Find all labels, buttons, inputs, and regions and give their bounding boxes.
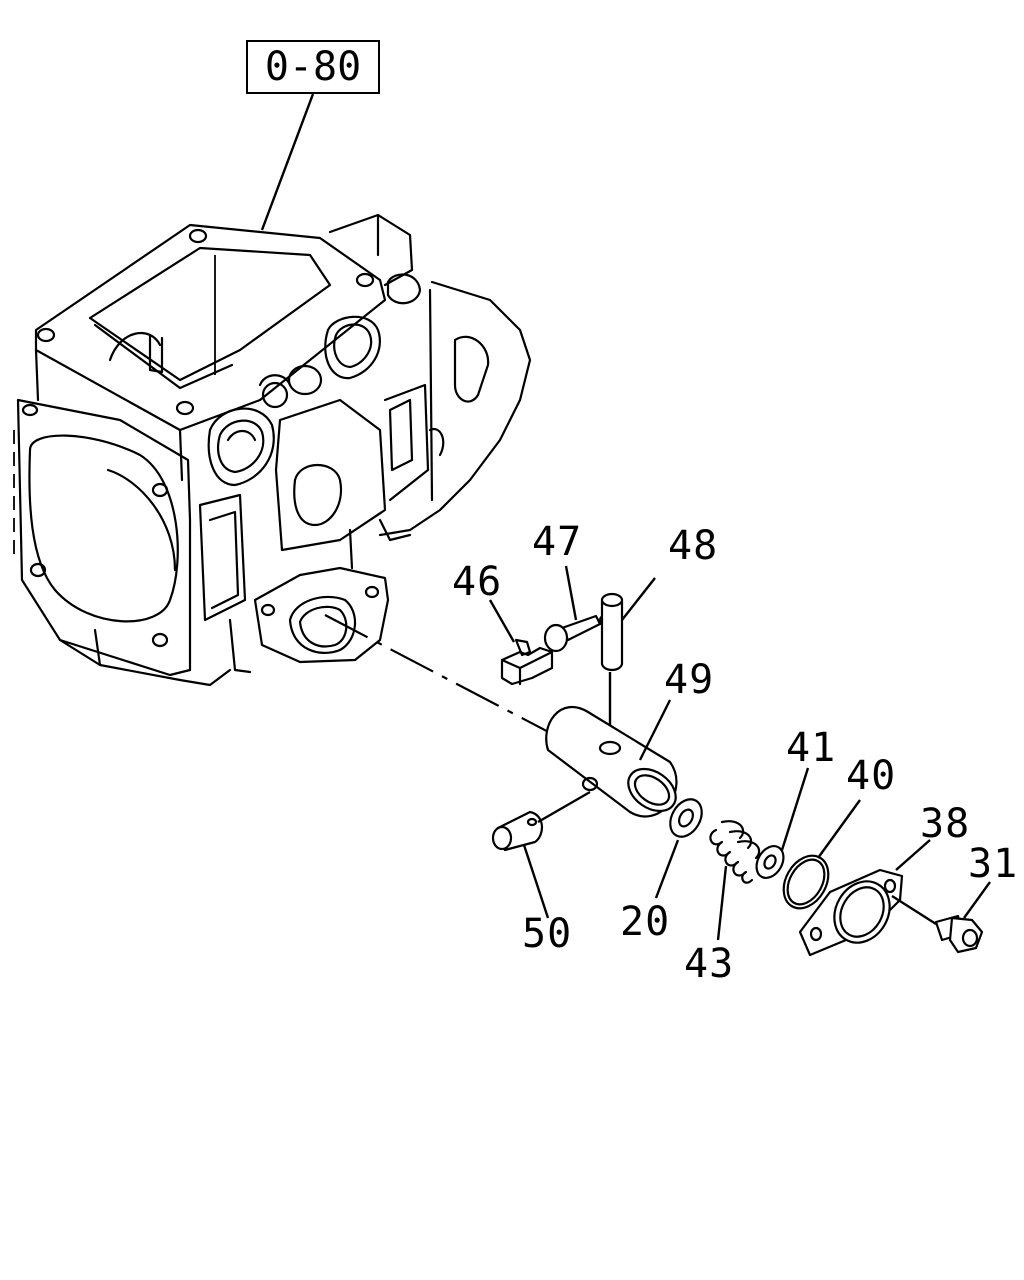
callout-43: 43 (684, 941, 735, 987)
reference-box: 0-80 (246, 40, 380, 94)
callout-46: 46 (452, 559, 503, 605)
callout-41: 41 (786, 725, 837, 771)
part-41-washer (755, 845, 785, 879)
part-48-rod (600, 592, 624, 672)
part-20-washer (669, 798, 703, 838)
part-47-pin (543, 614, 610, 653)
part-49-sleeve (545, 705, 678, 818)
callout-47: 47 (532, 519, 583, 565)
alignment-axis (324, 614, 561, 739)
part-43-spring (709, 820, 761, 884)
callout-20: 20 (620, 899, 671, 945)
callout-31: 31 (968, 841, 1019, 887)
part-50-plunger (491, 810, 543, 852)
part-31-bolt (934, 914, 984, 954)
part-46-clip (500, 638, 554, 686)
part-40-o-ring (782, 854, 830, 910)
pump-housing (13, 213, 532, 687)
callout-50: 50 (522, 911, 573, 957)
callout-40: 40 (846, 753, 897, 799)
callout-38: 38 (920, 801, 971, 847)
callout-49: 49 (664, 657, 715, 703)
callout-48: 48 (668, 523, 719, 569)
ref-leader (260, 93, 315, 231)
part-38-cover (798, 868, 904, 957)
